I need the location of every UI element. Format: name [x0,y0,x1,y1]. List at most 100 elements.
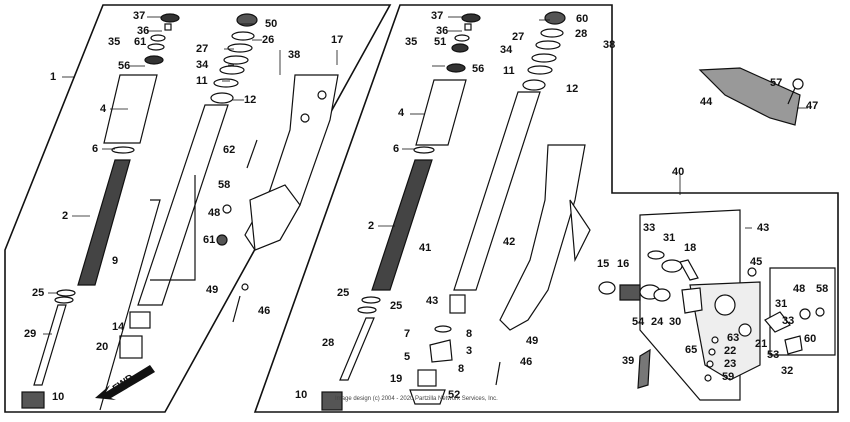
callout-61b: 61 [203,234,216,246]
callout-1: 1 [50,71,57,83]
callout-56b: 56 [472,63,485,75]
callout-28: 28 [322,337,335,349]
callout-60: 60 [576,13,589,25]
callout-16: 16 [617,258,630,270]
callout-39: 39 [622,355,635,367]
callout-63: 63 [727,332,740,344]
callout-65: 65 [685,344,698,356]
callout-36b: 36 [436,25,449,37]
callout-25: 25 [32,287,45,299]
callout-46b: 46 [520,356,533,368]
callout-7: 7 [404,328,411,340]
callout-50: 50 [265,18,278,30]
callout-25c: 25 [390,300,403,312]
damper-rod-2 [339,317,375,381]
callout-62: 62 [223,144,236,156]
callout-9: 9 [112,255,119,267]
callout-47: 47 [806,100,819,112]
callout-27b: 27 [512,31,525,43]
callout-52: 52 [448,389,461,401]
callout-38: 38 [288,49,301,61]
callout-4: 4 [100,103,107,115]
panel-left-outline [4,4,392,413]
callout-56: 56 [118,60,131,72]
callout-8b: 8 [458,363,465,375]
callout-15: 15 [597,258,610,270]
callout-35b: 35 [405,36,418,48]
fork-tube-upper [103,74,158,144]
callout-2b: 2 [368,220,375,232]
callout-22: 22 [724,345,737,357]
callout-33b: 33 [782,315,795,327]
callout-34: 34 [196,59,209,71]
callout-48b: 48 [793,283,806,295]
callout-19: 19 [390,373,403,385]
callout-11b: 11 [503,65,515,77]
callout-25b: 25 [337,287,350,299]
callout-41: 41 [419,242,432,254]
callout-10b: 10 [295,389,308,401]
callout-57: 57 [770,77,783,89]
callout-24: 24 [651,316,664,328]
callout-35: 35 [108,36,121,48]
caliper-body [689,281,761,381]
callout-12: 12 [244,94,257,106]
callout-49b: 49 [526,335,539,347]
callout-37: 37 [133,10,146,22]
callout-14: 14 [112,321,125,333]
callout-10: 10 [52,391,65,403]
callout-5: 5 [404,351,411,363]
callout-6b: 6 [393,143,400,155]
callout-2: 2 [62,210,69,222]
callout-6: 6 [92,143,99,155]
callout-44: 44 [700,96,713,108]
callout-29: 29 [24,328,37,340]
fork-spring-2 [371,159,433,291]
copyright-notice: Image design (c) 2004 - 2020 Partzilla N… [335,396,498,402]
panel-middle-outline [253,4,839,413]
inner-tube [137,104,229,306]
callout-23: 23 [724,358,737,370]
fork-slider-right [499,144,586,331]
callout-18: 18 [684,242,697,254]
callout-37b: 37 [431,10,444,22]
callout-31b: 31 [775,298,788,310]
callout-51: 51 [434,36,447,48]
callout-33: 33 [643,222,656,234]
callout-11: 11 [196,75,208,87]
callout-38b: 38 [603,39,616,51]
callout-4b: 4 [398,107,405,119]
callout-32: 32 [781,365,794,377]
fork-tube-upper-2 [415,79,467,146]
callout-34b: 34 [500,44,513,56]
callout-30: 30 [669,316,682,328]
callout-48: 48 [208,207,221,219]
callout-58b: 58 [816,283,829,295]
callout-61: 61 [134,36,147,48]
callout-36: 36 [137,25,150,37]
callout-45: 45 [750,256,763,268]
callout-43: 43 [426,295,439,307]
callout-49: 49 [206,284,219,296]
callout-31: 31 [663,232,676,244]
callout-58: 58 [218,179,231,191]
callout-59: 59 [722,371,735,383]
callout-26: 26 [262,34,275,46]
callout-28b: 28 [575,28,588,40]
callout-40: 40 [672,166,685,178]
callout-54: 54 [632,316,645,328]
damper-rod [33,304,67,386]
callout-20: 20 [96,341,109,353]
callout-60b: 60 [804,333,817,345]
guard-cover [698,67,801,126]
callout-3: 3 [466,345,473,357]
callout-46: 46 [258,305,271,317]
fork-spring [77,159,131,286]
inner-tube-2 [453,91,541,291]
callout-43b: 43 [757,222,770,234]
callout-53: 53 [767,349,780,361]
callout-27: 27 [196,43,209,55]
callout-42: 42 [503,236,516,248]
